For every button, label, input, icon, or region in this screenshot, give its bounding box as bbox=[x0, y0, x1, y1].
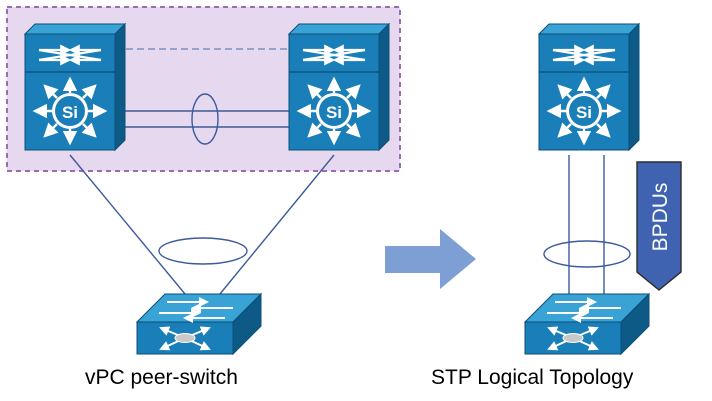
peer-link-port-channel bbox=[191, 93, 219, 145]
vpc-port-channel bbox=[158, 237, 248, 265]
layer3-switch-icon bbox=[25, 24, 125, 150]
caption-stp-logical-topology: STP Logical Topology bbox=[431, 366, 634, 389]
layer3-switch-icon bbox=[289, 24, 389, 150]
downlink-left-2 bbox=[214, 154, 335, 301]
stp-port-channel bbox=[543, 240, 631, 268]
si-label: Si bbox=[326, 103, 342, 122]
access-switch-icon bbox=[525, 294, 649, 354]
si-label: Si bbox=[576, 103, 592, 122]
downlink-left-1 bbox=[69, 154, 191, 301]
caption-vpc-peer-switch: vPC peer-switch bbox=[85, 366, 238, 389]
bpdu-label: BPDUs bbox=[649, 183, 672, 252]
right-arrow-icon bbox=[385, 229, 476, 289]
access-switch-icon bbox=[137, 294, 261, 354]
layer3-switch-icon bbox=[539, 24, 639, 150]
si-label: Si bbox=[62, 103, 78, 122]
bpdu-arrow-banner bbox=[636, 161, 682, 291]
